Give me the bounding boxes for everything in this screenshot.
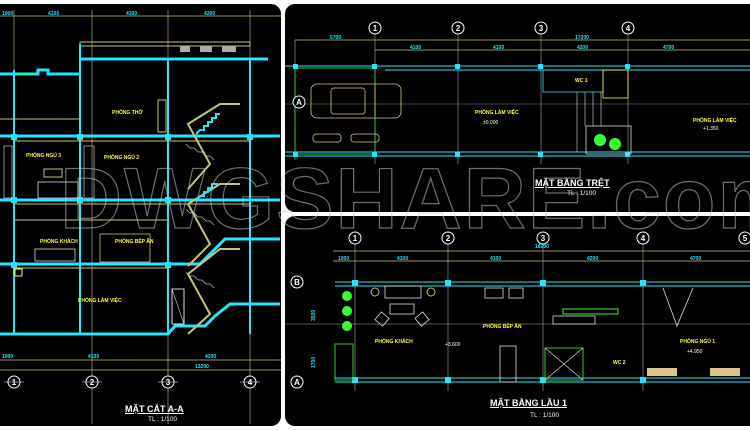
- dimension-label: 4200: [587, 256, 598, 262]
- dimension-label: 4200: [577, 45, 588, 51]
- level-mark: +1.350: [703, 126, 719, 132]
- dimension-label: 4200: [204, 11, 215, 17]
- axis-label: 2: [456, 24, 461, 33]
- dimension-total: 18200: [535, 244, 549, 250]
- level-mark: ±0.000: [483, 120, 498, 126]
- axis-label: 5: [743, 234, 748, 243]
- drawing-scale: TL : 1/100: [148, 416, 178, 423]
- axis-label: 4: [641, 234, 646, 243]
- axis-label: 1: [12, 378, 17, 387]
- section-a-a-panel: 1 2 3 4 1000 4100 4100 4200 1000 4100 42…: [0, 4, 281, 426]
- drawing-scale: TL : 1/100: [567, 190, 597, 197]
- row-axis-label: B: [294, 278, 300, 287]
- room-label: PHÒNG NGỦ 1: [680, 337, 715, 345]
- axis-label: 1: [353, 234, 358, 243]
- room-label: PHÒNG LÀM VIỆC: [78, 296, 122, 304]
- drawing-title: MẶT BẰNG TRỆT: [535, 178, 610, 188]
- level-mark: +3.600: [445, 342, 461, 348]
- section-drawing: 1 2 3 4 1000 4100 4100 4200 1000 4100 42…: [0, 10, 281, 424]
- drawing-title: MẶT BẰNG LẦU 1: [490, 398, 567, 408]
- dimension-label: 1700: [311, 357, 317, 368]
- ground-floor-plan-panel: A 1 2 3 4 5700 17200 4100 4100 4200 4700…: [285, 4, 750, 212]
- dimension-label: 4100: [48, 11, 59, 17]
- dimension-total: 13200: [195, 364, 209, 370]
- axis-label: 2: [90, 378, 95, 387]
- dimension-label: 1000: [2, 354, 13, 360]
- level-mark: +4.950: [687, 349, 703, 355]
- ground-floor-drawing: A 1 2 3 4 5700 17200 4100 4100 4200 4700…: [285, 21, 750, 164]
- dimension-label: 4100: [88, 354, 99, 360]
- room-label: PHÒNG NGỦ 2: [104, 153, 139, 161]
- room-label: PHÒNG LÀM VIỆC: [693, 116, 737, 124]
- axis-label: 3: [541, 234, 546, 243]
- dimension-label: 4700: [663, 45, 674, 51]
- room-label: PHÒNG THỜ: [112, 108, 143, 116]
- row-axis-label: A: [294, 378, 300, 387]
- axis-label: 4: [248, 378, 253, 387]
- dimension-label: 4100: [410, 45, 421, 51]
- first-floor-drawing: 1 2 3 4 5 B A 18200 1000 4100 4100 4200 …: [285, 231, 750, 391]
- section-marker: A: [296, 98, 302, 107]
- dimension-label: 1000: [338, 256, 349, 262]
- drawing-title: MẶT CẮT A-A: [125, 404, 184, 414]
- axis-label: 1: [373, 24, 378, 33]
- room-label: PHÒNG BẾP ĂN: [115, 237, 154, 245]
- axis-label: 3: [166, 378, 171, 387]
- room-label: PHÒNG BẾP ĂN: [483, 322, 522, 330]
- dimension-label: 3500: [311, 310, 317, 321]
- axis-label: 2: [446, 234, 451, 243]
- first-floor-plan-panel: 1 2 3 4 5 B A 18200 1000 4100 4100 4200 …: [285, 216, 750, 426]
- dimension-label: 5700: [330, 35, 341, 41]
- drawing-scale: TL : 1/100: [530, 412, 560, 419]
- room-label: PHÒNG KHÁCH: [40, 237, 78, 245]
- axis-label: 4: [626, 24, 631, 33]
- room-label: PHÒNG KHÁCH: [375, 337, 413, 345]
- room-label: WC 2: [613, 360, 626, 366]
- dimension-label: 4100: [397, 256, 408, 262]
- dimension-label: 4100: [126, 11, 137, 17]
- dimension-label: 4100: [490, 256, 501, 262]
- room-label: PHÒNG NGỦ 3: [26, 151, 61, 159]
- dimension-label: 4700: [690, 256, 701, 262]
- dimension-label: 4200: [205, 354, 216, 360]
- room-label: WC 1: [575, 78, 588, 84]
- dimension-total: 17200: [575, 35, 589, 41]
- dimension-label: 4100: [493, 45, 504, 51]
- dimension-label: 1000: [2, 11, 13, 17]
- room-label: PHÒNG LÀM VIỆC: [475, 108, 519, 116]
- axis-label: 3: [539, 24, 544, 33]
